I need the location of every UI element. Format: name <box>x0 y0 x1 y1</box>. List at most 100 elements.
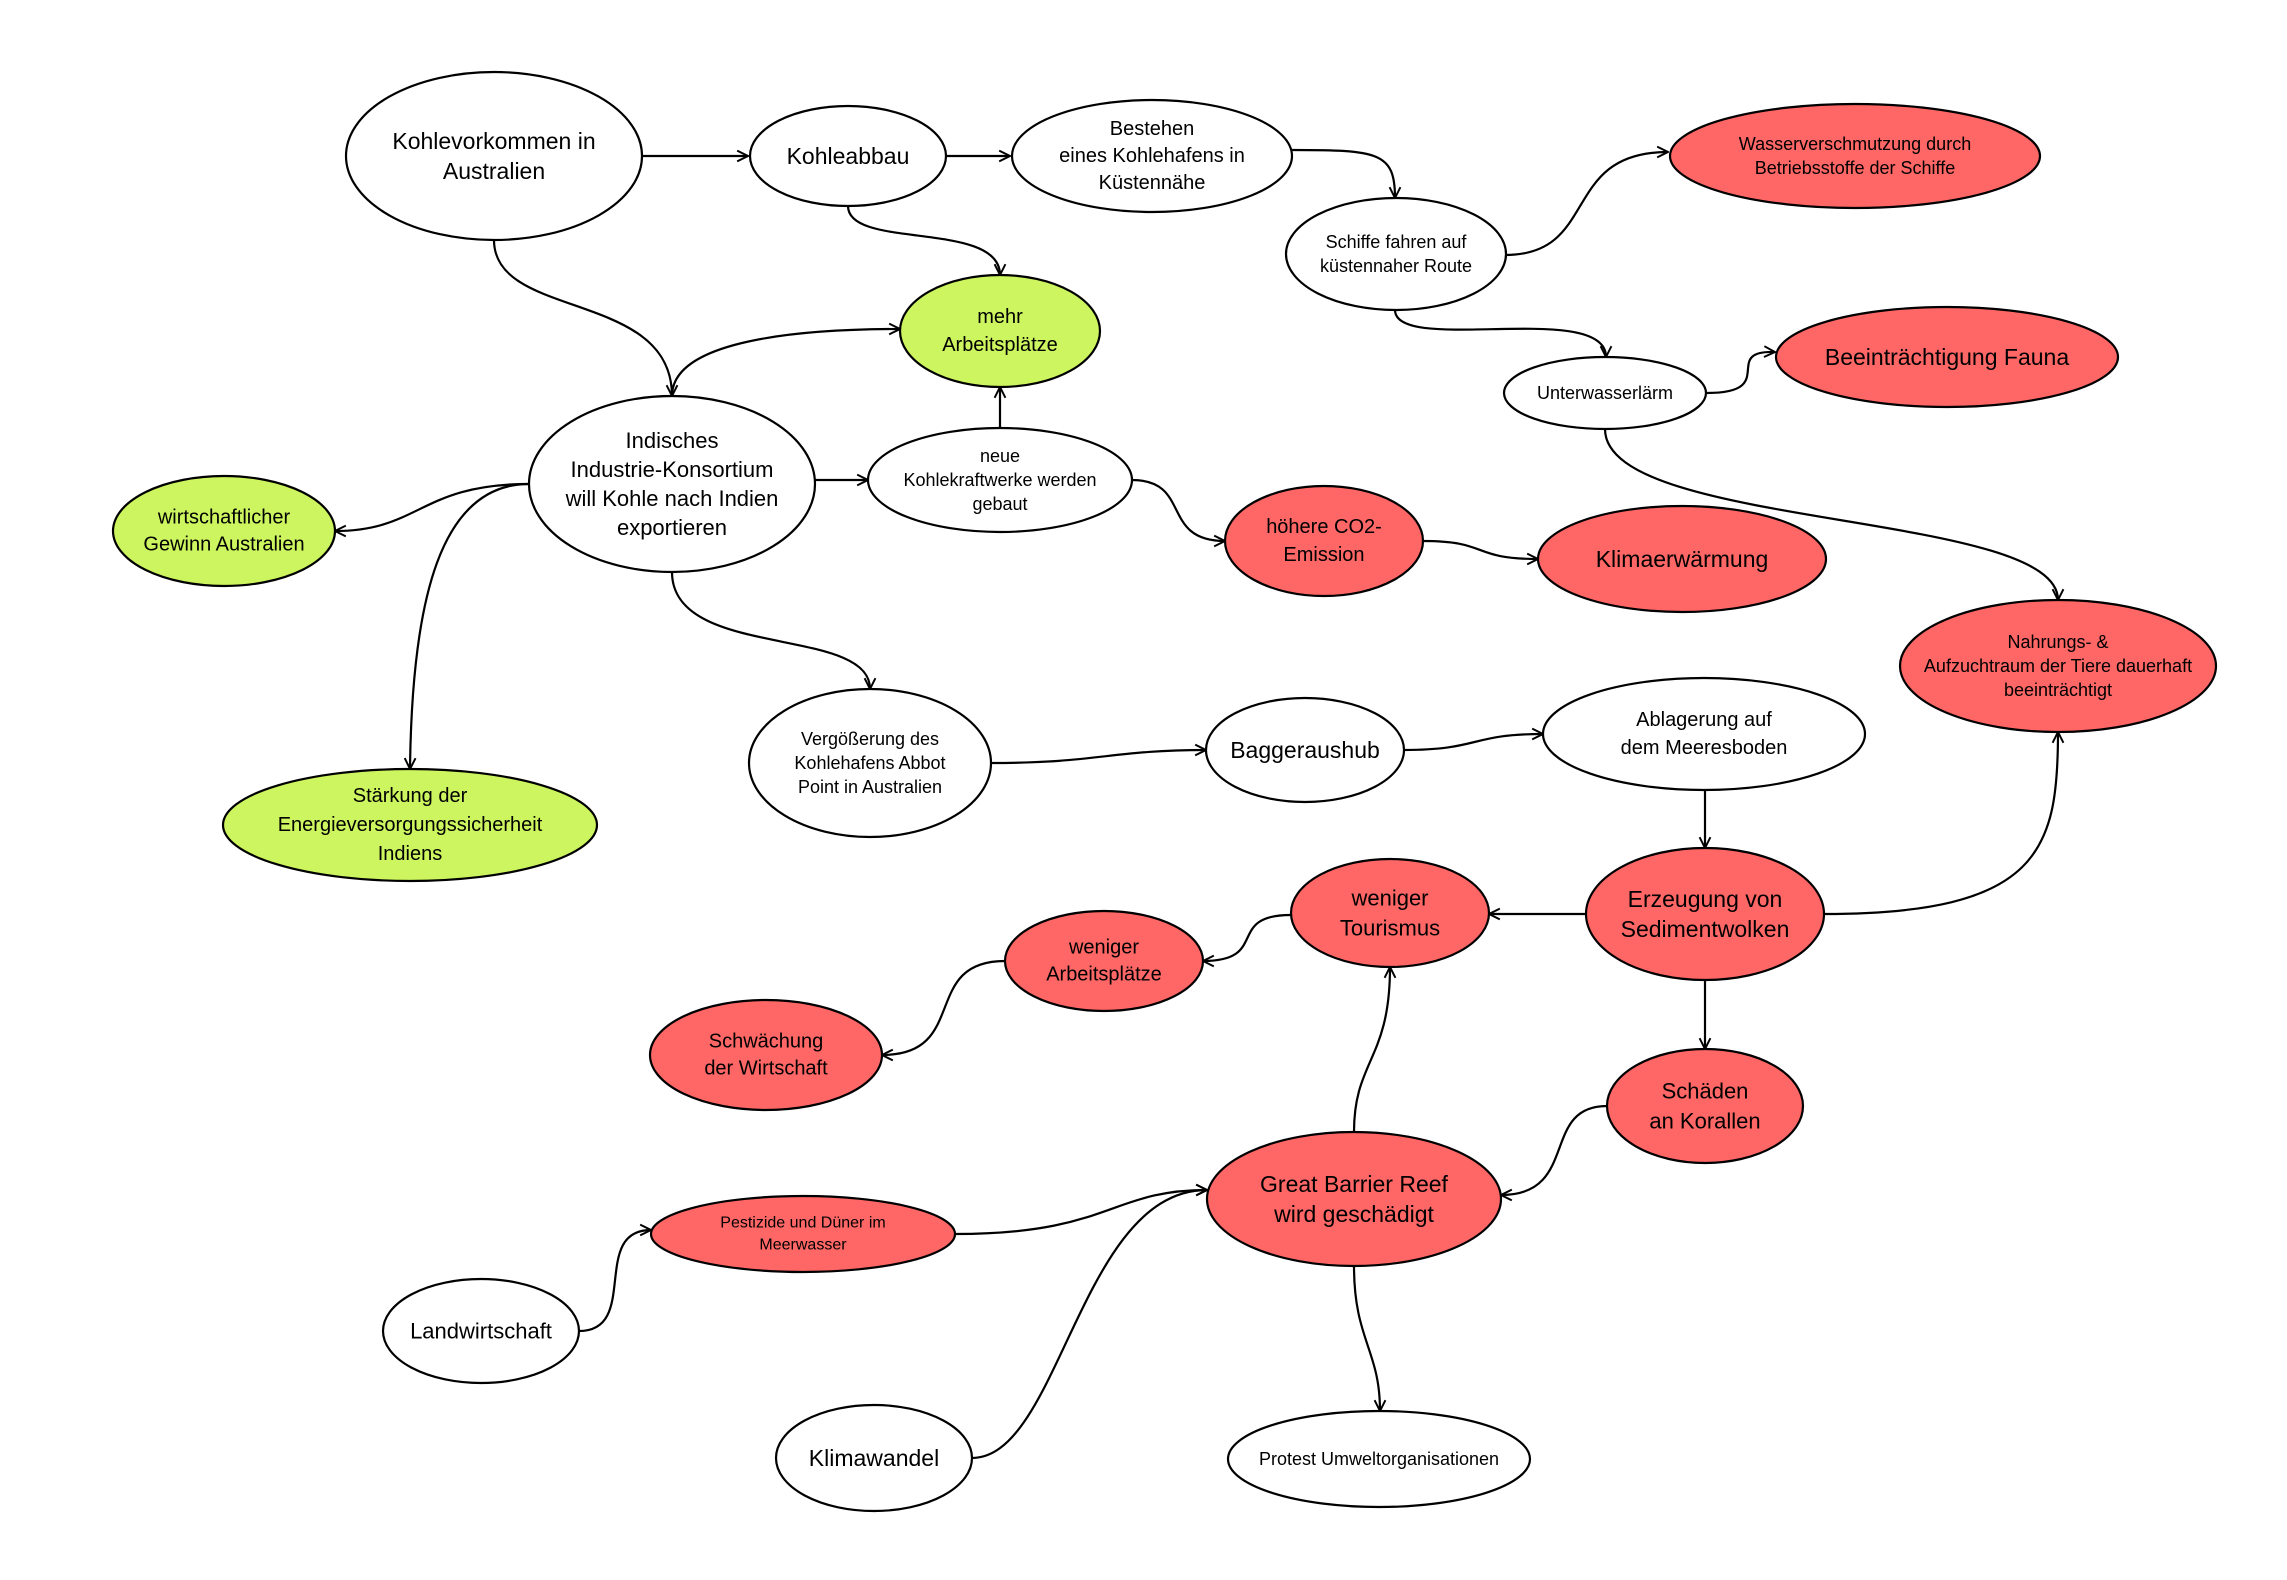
node-label-line: Australien <box>443 158 545 184</box>
arrow-baggeraushub-to-ablagerung <box>1403 734 1543 752</box>
node-ellipse <box>1536 504 1828 614</box>
node-layer: Kohlevorkommen in Australien Kohleabbau Bes… <box>111 70 2218 1513</box>
node-kohlevorkommen: Kohlevorkommen in Australien <box>344 70 644 242</box>
arrow-pestizide-to-reef <box>954 1190 1207 1236</box>
arrow-weniger_arbeitsplaetze-to-schwaechung <box>882 959 1006 1055</box>
node-label-line: Klimawandel <box>809 1445 939 1471</box>
node-ellipse <box>898 273 1102 389</box>
node-label-line: Wasserverschmutzung durch <box>1739 134 1971 154</box>
node-label-line: Schäden <box>1662 1079 1749 1104</box>
node-label-line: Arbeitsplätze <box>1046 964 1162 986</box>
arrow-landwirtschaft-to-pestizide <box>578 1230 651 1333</box>
node-label-line: Emission <box>1283 544 1364 566</box>
node-ellipse <box>1605 1047 1805 1165</box>
arrow-vergroesserung-to-baggeraushub <box>990 750 1206 765</box>
node-label-line: Unterwasserlärm <box>1537 383 1673 403</box>
node-label-line: will Kohle nach Indien <box>565 486 779 511</box>
node-label-line: Kohlevorkommen in <box>392 128 595 154</box>
node-label-line: Klimaerwärmung <box>1596 546 1769 572</box>
node-label-line: weniger <box>1068 937 1139 959</box>
node-reef: Great Barrier Reef wird geschädigt <box>1205 1130 1503 1268</box>
node-ellipse <box>648 998 884 1112</box>
arrow-kraftwerke-to-co2 <box>1131 478 1225 541</box>
node-label-line: Industrie-Konsortium <box>571 457 774 482</box>
node-label-line: gebaut <box>972 494 1027 514</box>
node-schiffe: Schiffe fahren auf küstennaher Route <box>1284 196 1508 312</box>
node-label-line: Beeinträchtigung Fauna <box>1825 344 2069 370</box>
node-label-line: Pestizide und Düner im <box>720 1215 885 1232</box>
arrow-unterwasserlaerm-to-nahrungsraum <box>1603 428 2058 600</box>
node-label-line: der Wirtschaft <box>704 1058 828 1080</box>
node-label-line: Betriebsstoffe der Schiffe <box>1755 158 1955 178</box>
arrow-konsortium-to-energie <box>410 482 530 769</box>
node-ellipse <box>527 394 817 574</box>
node-ellipse <box>1289 857 1491 969</box>
arrow-konsortium-to-arbeitsplaetze <box>670 329 900 397</box>
node-label-line: Baggeraushub <box>1230 737 1380 763</box>
node-label-line: exportieren <box>617 515 727 540</box>
node-ellipse <box>1223 484 1425 598</box>
node-label-line: wirtschaftlicher <box>157 507 291 529</box>
node-label-line: Sedimentwolken <box>1621 916 1790 942</box>
node-label-line: Kohlehafens Abbot <box>794 753 945 773</box>
node-label-line: Landwirtschaft <box>410 1319 552 1344</box>
node-label-line: Great Barrier Reef <box>1260 1171 1449 1197</box>
node-label-line: Schiffe fahren auf <box>1326 232 1468 252</box>
node-label-line: Bestehen <box>1110 118 1195 140</box>
arrow-korallen-to-reef <box>1501 1104 1608 1195</box>
node-ellipse <box>1584 846 1826 982</box>
arrow-sedimentwolken-to-nahrungsraum <box>1823 732 2058 916</box>
arrow-reef-to-tourismus <box>1352 967 1390 1133</box>
node-ellipse <box>1205 1130 1503 1268</box>
node-label-line: Protest Umweltorganisationen <box>1259 1449 1499 1469</box>
node-unterwasserlaerm: Unterwasserlärm <box>1502 355 1708 431</box>
node-ellipse <box>1774 305 2120 409</box>
node-label-line: Küstennähe <box>1099 172 1206 194</box>
node-label-line: küstennaher Route <box>1320 256 1472 276</box>
node-protest: Protest Umweltorganisationen <box>1226 1409 1532 1509</box>
arrow-tourismus-to-weniger_arbeitsplaetze <box>1203 913 1292 961</box>
connection-layer <box>335 148 2058 1460</box>
node-label-line: Point in Australien <box>798 777 942 797</box>
arrow-klimawandel-to-reef <box>971 1190 1207 1460</box>
arrow-unterwasserlaerm-to-fauna <box>1706 352 1775 395</box>
arrow-reef-to-protest <box>1352 1265 1380 1411</box>
node-label-line: Stärkung der <box>353 785 468 807</box>
node-ellipse <box>1898 598 2218 734</box>
node-ellipse <box>1284 196 1508 312</box>
arrow-kohlehafen-to-schiffe <box>1291 148 1395 198</box>
node-ellipse <box>748 104 948 208</box>
node-ellipse <box>1226 1409 1532 1509</box>
node-ellipse <box>111 474 337 588</box>
arrow-schiffe-to-wasserverschmutzung <box>1504 152 1668 257</box>
node-energie: Stärkung derEnergieversorgungssicherheit… <box>221 767 599 883</box>
node-label-line: Kohleabbau <box>787 143 910 169</box>
node-label-line: weniger <box>1350 886 1428 911</box>
node-label-line: an Korallen <box>1649 1109 1760 1134</box>
node-ellipse <box>774 1403 974 1513</box>
node-label-line: Arbeitsplätze <box>942 334 1058 356</box>
node-ellipse <box>1502 355 1708 431</box>
node-label-line: Indiens <box>378 843 443 865</box>
node-wasserverschmutzung: Wasserverschmutzung durchBetriebsstoffe … <box>1668 102 2042 210</box>
node-ellipse <box>866 426 1134 534</box>
node-ellipse <box>381 1277 581 1385</box>
node-label-line: mehr <box>977 306 1023 328</box>
node-klimawandel: Klimawandel <box>774 1403 974 1513</box>
arrow-kohleabbau-to-arbeitsplaetze <box>846 205 1000 275</box>
node-label-line: wird geschädigt <box>1273 1201 1434 1227</box>
node-korallen: Schäden an Korallen <box>1605 1047 1805 1165</box>
node-fauna: Beeinträchtigung Fauna <box>1774 305 2120 409</box>
node-ellipse <box>649 1194 957 1274</box>
